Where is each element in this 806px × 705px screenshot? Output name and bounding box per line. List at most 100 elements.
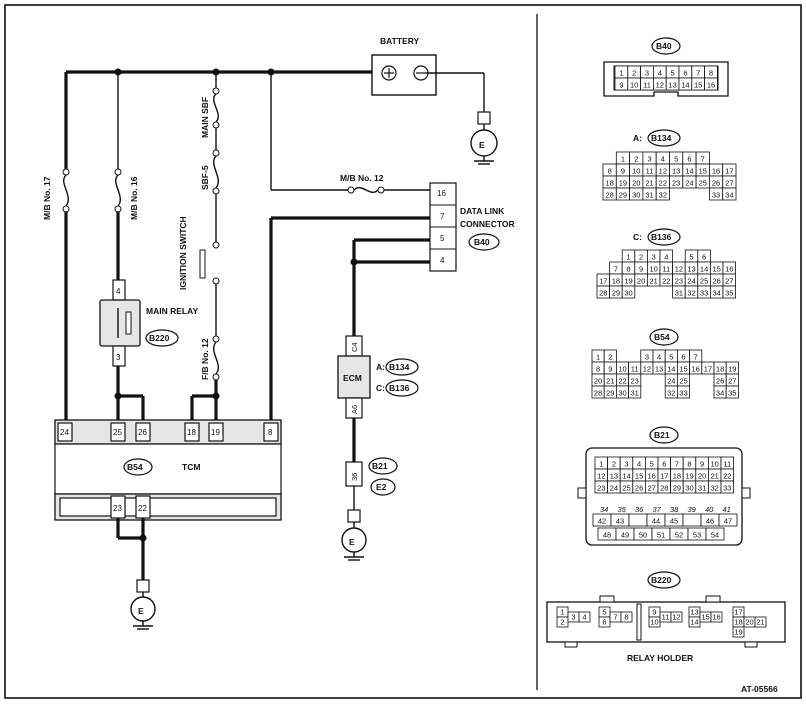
tcm-pin-26: 26	[138, 428, 147, 437]
b21-pin-label: 26	[635, 484, 643, 493]
b40-pin-label: 4	[658, 69, 662, 78]
b21-pin-label: 31	[698, 484, 706, 493]
b40-pin-label: 13	[668, 81, 676, 90]
b220-pin-label: 10	[650, 618, 658, 627]
tcm-pin-22: 22	[138, 504, 147, 513]
b21-pin-label: 33	[723, 484, 731, 493]
b54-pin-label: 14	[667, 365, 675, 374]
b136-pin-label: 28	[599, 289, 607, 298]
b21-pin-label: 25	[622, 484, 630, 493]
tcm-pin-23: 23	[113, 504, 122, 513]
b54-pin-label: 32	[667, 389, 675, 398]
b136-cell	[722, 285, 737, 299]
ecm-conn-c: B136	[389, 383, 410, 393]
b21-pin-label: 11	[723, 460, 731, 469]
b21-pin-label: 30	[685, 484, 693, 493]
b21-cell	[720, 480, 735, 494]
b134-pin-label: 8	[608, 167, 612, 176]
b21-pin-label: 9	[700, 460, 704, 469]
dlc-pin-7: 7	[440, 212, 445, 221]
b136-cell	[621, 285, 636, 299]
b21-pin-label: 8	[687, 460, 691, 469]
b54-name: B54	[654, 332, 670, 342]
dlc-pin-16: 16	[437, 189, 446, 198]
main-relay: 4 3 MAIN RELAY B220	[99, 279, 198, 422]
b21-cell	[705, 527, 725, 541]
b21-pin-label: 50	[639, 531, 647, 540]
b220-pin-label: 11	[662, 613, 670, 622]
b134-pin-label: 24	[685, 179, 693, 188]
b136-pin-label: 33	[700, 289, 708, 298]
b134-pin-label: 21	[645, 179, 653, 188]
b136-pin-label: 34	[713, 289, 721, 298]
tcm-pin-25: 25	[113, 428, 122, 437]
b21-pin-label: 5	[650, 460, 654, 469]
b21-pin-label: 10	[711, 460, 719, 469]
b21-pin-label: 51	[657, 531, 665, 540]
b21-pin-label: 54	[711, 531, 719, 540]
b54-pin-label: 23	[631, 377, 639, 386]
b136-pin-label: 22	[662, 277, 670, 286]
b136-pin-label: 27	[725, 277, 733, 286]
b136-pin-label: 16	[725, 265, 733, 274]
b220-pin-label: 17	[734, 608, 742, 617]
b21-pin-label: 1	[599, 460, 603, 469]
b21-pin-label: 46	[706, 517, 714, 526]
b136-pin-label: 6	[702, 253, 706, 262]
mb16-label: M/B No. 16	[129, 176, 139, 220]
b54-pin-label: 28	[594, 389, 602, 398]
b220-cell	[620, 611, 633, 623]
b54-pin-label: 3	[645, 353, 649, 362]
battery-ground: E	[426, 72, 498, 165]
b54-cell	[628, 385, 642, 399]
b136-pin-label: 26	[713, 277, 721, 286]
b134-pin-label: 31	[645, 191, 653, 200]
ecm-label: ECM	[343, 373, 362, 383]
b54-pin-label: 21	[606, 377, 614, 386]
relay-pin-top: 4	[116, 287, 121, 296]
b136-pin-label: 11	[662, 265, 670, 274]
b40-pin-label: 1	[619, 69, 623, 78]
ecm-ground-pin: 36	[350, 473, 359, 481]
b21-pin-label: 52	[675, 531, 683, 540]
b220-pin-label: 3	[571, 613, 575, 622]
ecm-ground-connector: B21	[372, 461, 388, 471]
b21-pin-label: 14	[622, 472, 630, 481]
ecm-ground-pin-label: E2	[376, 482, 387, 492]
mb12-label: M/B No. 12	[340, 173, 384, 183]
b134-pin-label: 10	[632, 167, 640, 176]
b220-pin-label: 13	[690, 608, 698, 617]
b134-pin-label: 12	[659, 167, 667, 176]
b21-pin-label: 44	[652, 517, 660, 526]
ecm-conn-c-prefix: C:	[376, 383, 385, 393]
ecm-pin-c4: C4	[350, 342, 359, 352]
b136-pin-label: 20	[637, 277, 645, 286]
b54-cell	[725, 385, 739, 399]
b21-cell	[718, 513, 738, 527]
b21-pin-label: 7	[675, 460, 679, 469]
battery-label: BATTERY	[380, 36, 420, 46]
b54-pin-label: 35	[728, 389, 736, 398]
tcm-to-dlc-wire	[269, 216, 430, 422]
b54-cell	[677, 385, 691, 399]
b220-pin-label: 2	[560, 618, 564, 627]
b54-pin-label: 34	[716, 389, 724, 398]
b21-pin-label: 42	[598, 517, 606, 526]
b136-pin-label: 14	[700, 265, 708, 274]
b134-pin-label: 13	[672, 167, 680, 176]
dlc-pin-4: 4	[440, 256, 445, 265]
sbf5-label: SBF-5	[200, 165, 210, 190]
b21-pin-label: 48	[603, 531, 611, 540]
b136-pin-label: 4	[664, 253, 668, 262]
fb12-label: F/B No. 12	[200, 338, 210, 380]
b54-pin-label: 22	[618, 377, 626, 386]
b21-pin-label: 21	[711, 472, 719, 481]
tcm-pin-18: 18	[187, 428, 196, 437]
b134-pin-label: 18	[605, 179, 613, 188]
b40-pin-label: 12	[656, 81, 664, 90]
b136-pin-label: 12	[675, 265, 683, 274]
